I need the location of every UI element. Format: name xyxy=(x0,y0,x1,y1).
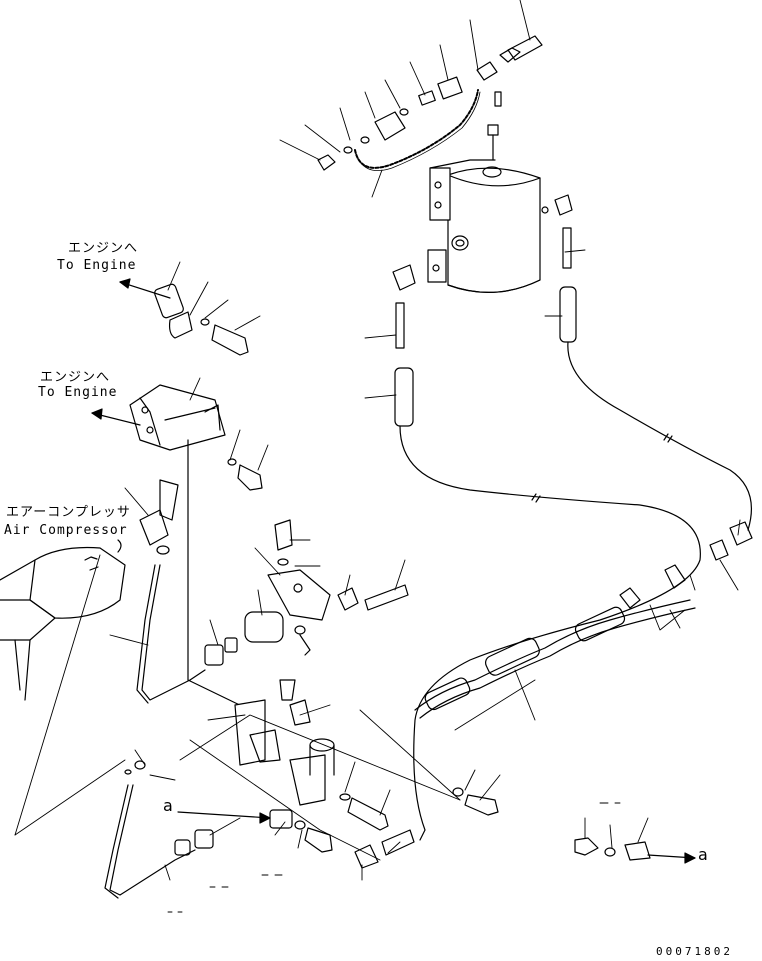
compressor-elbow-fitting xyxy=(139,479,179,555)
chain xyxy=(354,89,479,169)
drawing-number: 00071802 xyxy=(656,945,733,958)
engine-bracket-lower xyxy=(129,384,263,491)
elbow-fitting-left xyxy=(392,264,416,291)
leader-lines xyxy=(109,0,741,913)
reference-a-right: a xyxy=(698,845,709,864)
hose-right xyxy=(531,227,752,531)
bracket-rod xyxy=(187,439,251,711)
compressor-pipe xyxy=(141,564,206,701)
hose-end-fitting xyxy=(354,787,499,869)
tank-top-fittings xyxy=(317,35,543,171)
compressor-label-jp: エアーコンプレッサ xyxy=(6,505,131,520)
assembly-lines xyxy=(14,554,686,861)
compressor-label-en: Air Compressor xyxy=(4,523,128,538)
hose-protector-assembly xyxy=(414,521,753,719)
engine-label-en-upper: To Engine xyxy=(57,258,137,273)
air-tank xyxy=(427,159,549,293)
air-compressor xyxy=(0,539,126,701)
arrows xyxy=(91,278,696,864)
engine-connector-upper xyxy=(154,283,249,356)
elbow-fitting-right xyxy=(554,194,573,216)
engine-label-en-lower: To Engine xyxy=(38,385,118,400)
clip-parts-group xyxy=(574,837,651,861)
reference-a-left: a xyxy=(163,796,174,815)
mounting-bracket xyxy=(267,519,409,621)
engine-label-jp-lower: エンジンへ xyxy=(40,370,111,385)
bottom-pipe xyxy=(104,760,333,899)
valve-assembly-lower xyxy=(234,679,389,831)
pressure-switch-group xyxy=(204,611,311,666)
engine-label-jp-upper: エンジンへ xyxy=(68,241,139,256)
hose-left xyxy=(394,302,701,841)
